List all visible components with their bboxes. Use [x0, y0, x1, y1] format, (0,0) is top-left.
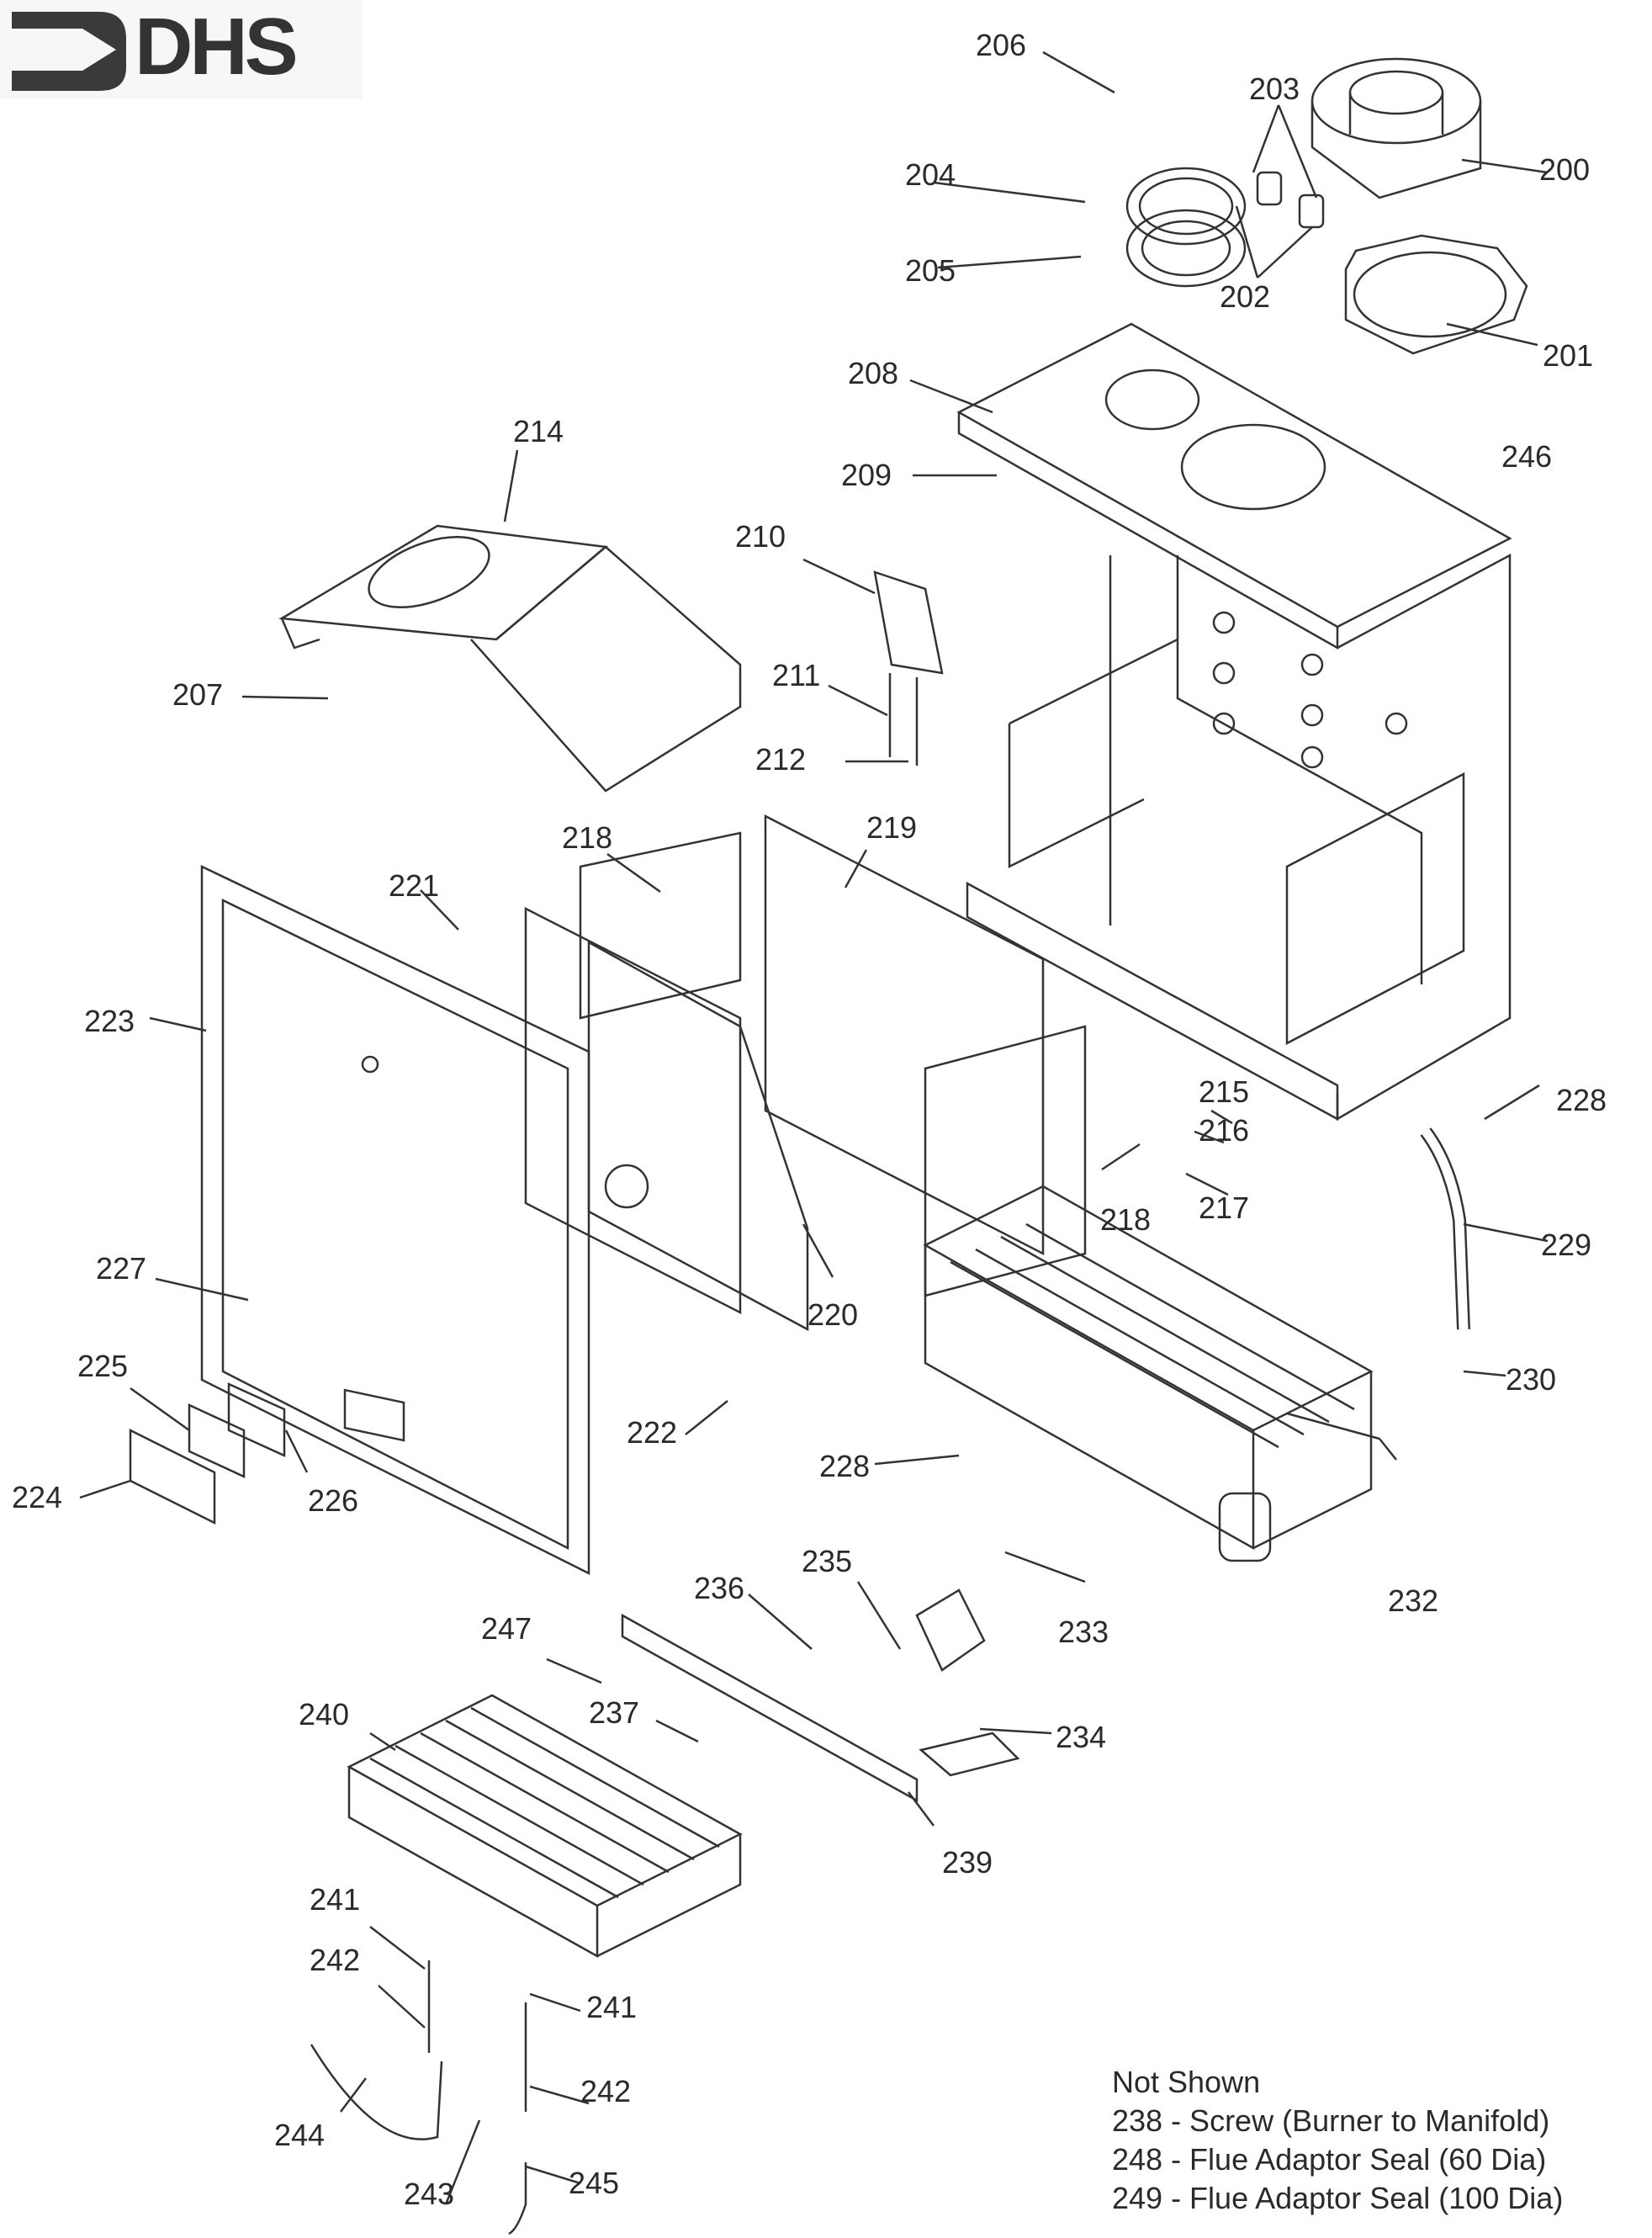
part-204-205-flange [1125, 167, 1247, 288]
part-232-heat-exchanger [923, 1185, 1374, 1562]
part-label-247: 247 [481, 1611, 532, 1646]
part-label-242-right: 242 [580, 2074, 632, 2108]
part-label-215: 215 [1199, 1074, 1250, 1109]
part-202-203-fittings [1256, 171, 1325, 229]
part-insulation-panels [524, 814, 1087, 1332]
part-label-216: 216 [1199, 1113, 1250, 1148]
arrow-bracket-logo-icon [12, 12, 126, 91]
part-label-229: 229 [1541, 1228, 1592, 1262]
part-label-227: 227 [96, 1251, 147, 1286]
part-223-front-panel [200, 865, 590, 1576]
part-label-237: 237 [589, 1695, 640, 1730]
part-label-243: 243 [404, 2177, 455, 2211]
part-label-230: 230 [1506, 1362, 1557, 1397]
part-label-218-top: 218 [562, 820, 613, 855]
part-210-pressure-switch [873, 570, 944, 766]
part-214-hood [278, 524, 742, 793]
part-label-225: 225 [77, 1349, 129, 1383]
part-label-218-bottom: 218 [1100, 1202, 1152, 1237]
part-label-233: 233 [1058, 1615, 1109, 1649]
part-label-211: 211 [772, 658, 821, 692]
part-label-228-left: 228 [819, 1449, 871, 1483]
part-label-207: 207 [172, 677, 224, 712]
part-label-241-right: 241 [586, 1990, 638, 2024]
not-shown-heading: Not Shown [1112, 2065, 1261, 2099]
part-201-gasket [1344, 234, 1528, 355]
part-label-217: 217 [1199, 1191, 1250, 1225]
part-label-221: 221 [389, 868, 440, 903]
part-200-flue-turret [1310, 57, 1482, 199]
part-label-244: 244 [274, 2118, 326, 2152]
part-label-219: 219 [866, 810, 918, 845]
part-label-203: 203 [1249, 72, 1300, 106]
not-shown-item: 238 - Screw (Burner to Manifold) [1112, 2103, 1550, 2138]
part-233-gas-valve [915, 1588, 1020, 1777]
part-229-pipe [1420, 1127, 1470, 1330]
part-label-245: 245 [569, 2166, 620, 2200]
part-electrodes-leads [310, 1960, 527, 2235]
part-label-210: 210 [735, 519, 786, 554]
part-label-209: 209 [841, 458, 892, 492]
part-label-228-right: 228 [1556, 1083, 1607, 1117]
part-label-201: 201 [1543, 338, 1594, 373]
part-label-222: 222 [627, 1415, 678, 1450]
part-label-224: 224 [12, 1480, 63, 1514]
part-246-casing [956, 322, 1512, 1122]
part-label-239: 239 [942, 1845, 993, 1880]
part-239-manifold [621, 1613, 919, 1803]
part-label-200: 200 [1539, 152, 1591, 187]
part-label-206: 206 [976, 28, 1027, 62]
not-shown-notes: Not Shown 238 - Screw (Burner to Manifol… [1112, 2063, 1563, 2218]
part-label-232: 232 [1388, 1583, 1439, 1618]
part-label-240: 240 [299, 1697, 350, 1732]
part-label-214: 214 [513, 414, 564, 448]
part-label-242-left: 242 [310, 1943, 361, 1977]
part-240-burner [347, 1694, 743, 1959]
part-label-226: 226 [308, 1483, 359, 1518]
part-label-236: 236 [694, 1571, 745, 1605]
part-label-212: 212 [755, 742, 807, 777]
part-label-220: 220 [807, 1297, 859, 1332]
not-shown-item: 249 - Flue Adaptor Seal (100 Dia) [1112, 2181, 1564, 2215]
part-label-235: 235 [802, 1544, 853, 1578]
part-label-246: 246 [1501, 439, 1553, 474]
part-label-223: 223 [84, 1004, 135, 1038]
part-label-241-left: 241 [310, 1882, 361, 1917]
not-shown-item: 248 - Flue Adaptor Seal (60 Dia) [1112, 2142, 1547, 2177]
part-label-208: 208 [848, 356, 899, 390]
leader-lines [79, 50, 1549, 2205]
part-224-226-window [129, 1382, 286, 1525]
part-label-202: 202 [1220, 279, 1271, 314]
logo-text: DHS [135, 2, 299, 92]
part-label-205: 205 [905, 253, 956, 288]
part-label-234: 234 [1056, 1720, 1107, 1754]
part-label-204: 204 [905, 157, 956, 192]
dhs-logo: DHS [0, 0, 362, 99]
